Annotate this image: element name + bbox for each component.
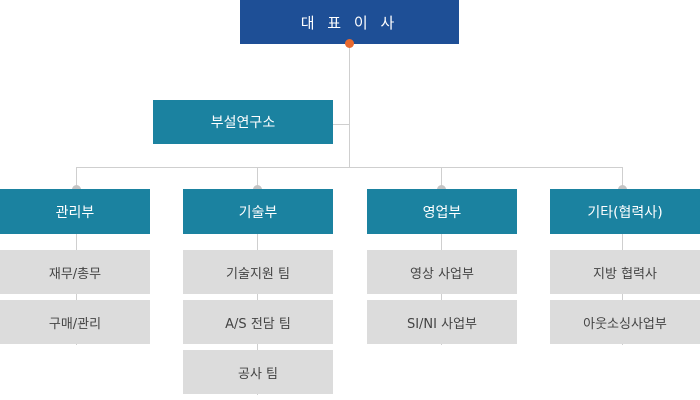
team-label: 공사 팀 [237,366,278,382]
department-sales: 영업부 [367,189,517,234]
department-label: 관리부 [55,204,95,221]
team-box: SI/NI 사업부 [367,300,517,344]
department-label: 기타(협력사) [587,204,663,221]
team-label: 재무/총무 [48,266,102,282]
team-box: 영상 사업부 [367,250,517,294]
team-label: A/S 전담 팀 [225,316,291,332]
team-box: 공사 팀 [183,350,333,394]
department-other-partners: 기타(협력사) [550,189,700,234]
connector-lab-branch [333,124,350,125]
research-lab-box: 부설연구소 [153,100,333,144]
department-label: 기술부 [238,204,278,221]
team-label: 영상 사업부 [410,266,474,282]
department-label: 영업부 [422,204,462,221]
department-management: 관리부 [0,189,150,234]
team-label: SI/NI 사업부 [406,316,478,332]
department-technology: 기술부 [183,189,333,234]
connector-departments-bus [76,167,623,168]
team-box: 아웃소싱사업부 [550,300,700,344]
team-box: 기술지원 팀 [183,250,333,294]
team-box: 지방 협력사 [550,250,700,294]
ceo-label: 대 표 이 사 [300,13,399,32]
team-label: 아웃소싱사업부 [583,316,667,332]
team-box: 재무/총무 [0,250,150,294]
research-lab-label: 부설연구소 [210,115,276,131]
team-label: 기술지원 팀 [226,266,290,282]
ceo-connector-dot [345,39,354,48]
team-box: 구매/관리 [0,300,150,344]
ceo-box: 대 표 이 사 [240,0,459,44]
team-label: 구매/관리 [48,316,102,332]
team-label: 지방 협력사 [593,266,657,282]
connector-ceo-trunk [349,44,350,168]
team-box: A/S 전담 팀 [183,300,333,344]
